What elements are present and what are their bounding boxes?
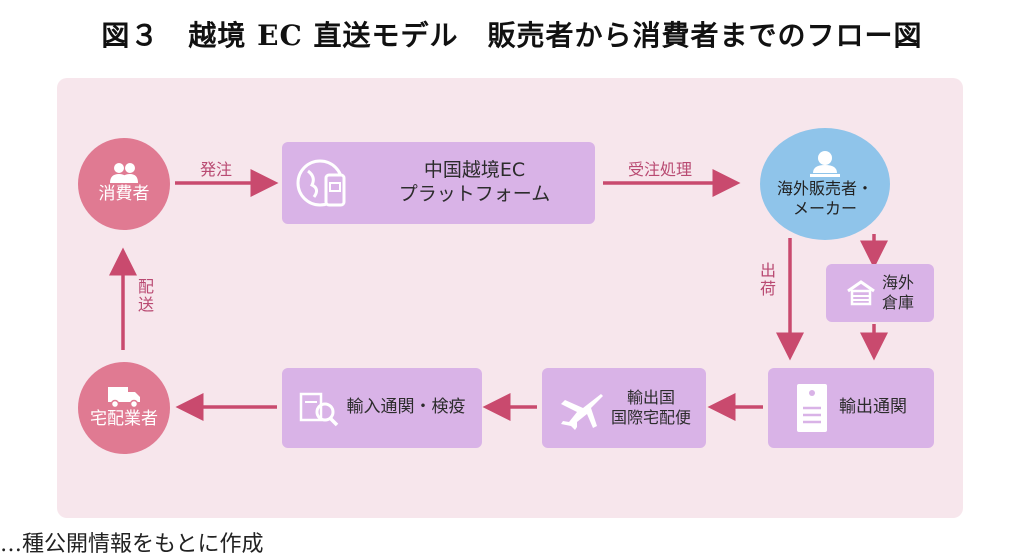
figure-title: 図３ 越境 EC 直送モデル 販売者から消費者までのフロー図: [101, 19, 923, 52]
warehouse-label-2: 倉庫: [881, 293, 914, 312]
airplane-icon: [560, 394, 603, 430]
export-courier-label-1: 輸出国: [626, 388, 675, 407]
import-customs-node: 輸入通関・検疫: [282, 368, 482, 448]
warehouse-icon: [847, 280, 875, 306]
platform-label-2: プラットフォーム: [398, 183, 551, 205]
truck-icon: [108, 387, 140, 409]
edge-label-delivery: 配送: [135, 278, 154, 314]
export-customs-label: 輸出通関: [839, 397, 907, 418]
export-customs-node: 輸出通関: [768, 368, 934, 448]
source-note: …種公開情報をもとに作成: [0, 532, 264, 557]
import-customs-label: 輸入通関・検疫: [346, 397, 466, 418]
consumer-node: 消費者: [78, 138, 170, 230]
platform-label-1: 中国越境EC: [423, 159, 526, 182]
warehouse-node: 海外 倉庫: [826, 264, 934, 322]
seller-label-1: 海外販売者・: [776, 179, 873, 198]
document-icon: [797, 384, 827, 432]
warehouse-label-1: 海外: [881, 273, 914, 292]
seller-label-2: メーカー: [792, 199, 857, 218]
people-icon: [110, 163, 138, 184]
delivery-node: 宅配業者: [78, 362, 170, 454]
export-courier-label-2: 国際宅配便: [610, 408, 691, 427]
export-courier-node: 輸出国 国際宅配便: [542, 368, 706, 448]
globe-smartphone-icon: [296, 159, 346, 207]
consumer-label: 消費者: [98, 184, 150, 205]
flow-arrows: [109, 169, 888, 421]
seller-node: 海外販売者・ メーカー: [760, 128, 890, 240]
edge-label-order-processing: 受注処理: [628, 160, 693, 179]
person-card-icon: [810, 151, 840, 177]
platform-node: 中国越境EC プラットフォーム: [282, 142, 595, 224]
box-magnifier-icon: [299, 392, 338, 427]
edge-label-shipment: 出荷: [757, 262, 776, 298]
edge-label-order: 発注: [200, 160, 233, 179]
delivery-label: 宅配業者: [90, 409, 158, 430]
